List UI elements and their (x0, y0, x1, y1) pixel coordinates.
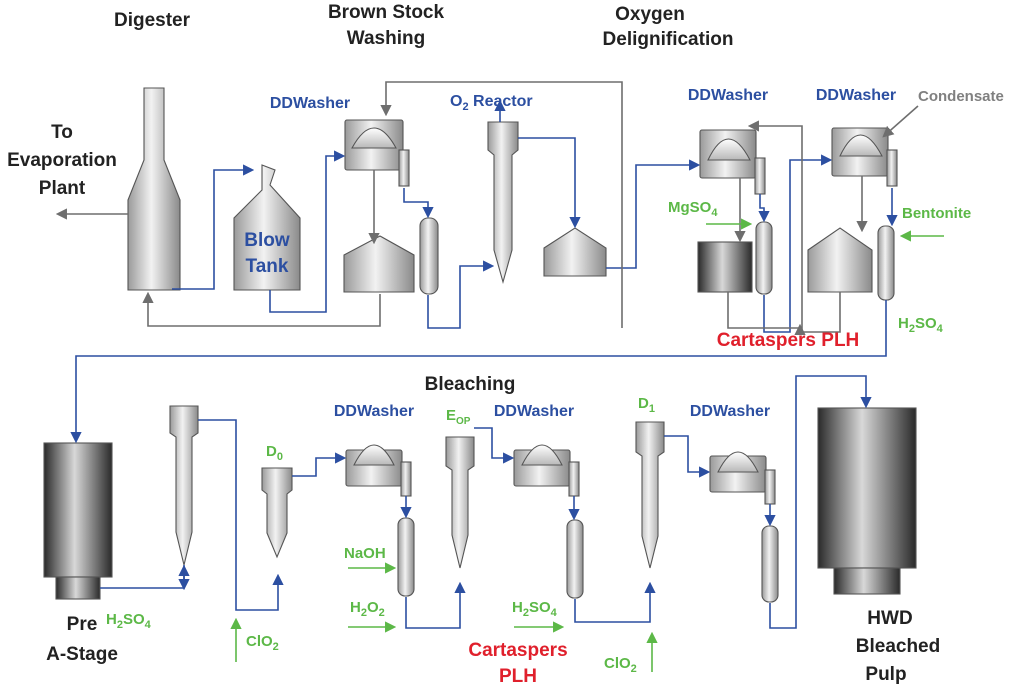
ddwasher-label-b2: DDWasher (494, 403, 574, 420)
process-lines (70, 99, 898, 629)
od-filtrate-tank (807, 227, 873, 293)
stage-oxygen-2: Delignification (603, 29, 734, 50)
ddwasher-top-1 (344, 119, 410, 187)
condensate-label: Condensate (918, 88, 1004, 105)
d1-reactor (635, 421, 665, 569)
od-column-2 (877, 225, 895, 301)
cartaspers-label-bottom-1: Cartaspers (468, 640, 567, 661)
ddwasher-top-3 (831, 127, 898, 187)
od-column-1 (755, 221, 773, 295)
pre-a-stage-2: A-Stage (46, 644, 118, 665)
ddwasher-top-2 (699, 129, 766, 195)
h2o2-label: H2O2 (350, 599, 385, 619)
blow-tank-label-2: Tank (246, 256, 289, 277)
hwd-1: HWD (867, 608, 912, 629)
cartaspers-label-top: Cartaspers PLH (717, 330, 860, 351)
digester-vessel (127, 87, 181, 291)
eop-label: EOP (446, 407, 471, 427)
ddwasher-bottom-1 (345, 444, 412, 497)
hwd-2: Bleached (856, 636, 940, 657)
stage-oxygen-1: Oxygen (615, 4, 685, 25)
stage-brown-stock-1: Brown Stock (328, 2, 445, 23)
bsw-column (419, 217, 439, 295)
d0-reactor (261, 467, 293, 559)
stage-bleaching: Bleaching (425, 374, 516, 395)
h2so4-label-pre: H2SO4 (106, 611, 152, 631)
cartaspers-label-bottom-2: PLH (499, 666, 537, 687)
h2so4-label-top: H2SO4 (898, 315, 944, 335)
to-evap-3: Plant (39, 178, 86, 199)
naoh-label: NaOH (344, 545, 386, 562)
d0-label: D0 (266, 443, 283, 463)
return-lines (55, 81, 919, 335)
clo2-label-d0: ClO2 (246, 633, 279, 653)
stage-brown-stock-2: Washing (347, 28, 425, 49)
mgso4-label: MgSO4 (668, 199, 718, 219)
chemical-lines (230, 218, 944, 672)
dark-storage-tank (697, 241, 753, 293)
ddwasher-label-1: DDWasher (270, 95, 350, 112)
pre-a-stage-tower (43, 442, 113, 600)
o2-blow-tank (543, 227, 607, 277)
ddwasher-bottom-3 (709, 451, 776, 505)
blow-tank (233, 164, 301, 291)
o2-reactor-label: O2 Reactor (450, 93, 533, 113)
clo2-label-d1: ClO2 (604, 655, 637, 675)
ddwasher-label-b1: DDWasher (334, 403, 414, 420)
d0-column (397, 517, 415, 597)
hwd-3: Pulp (865, 664, 906, 685)
hwd-storage-tank (817, 407, 917, 595)
ddwasher-label-3: DDWasher (816, 87, 896, 104)
o2-reactor (487, 121, 519, 285)
bsw-filtrate-tank (343, 235, 415, 293)
bentonite-label: Bentonite (902, 205, 971, 222)
stage-digester: Digester (114, 10, 191, 31)
eop-reactor (445, 436, 475, 569)
eop-column (566, 519, 584, 599)
pre-a-stage-1: Pre (67, 614, 98, 635)
ddwasher-label-2: DDWasher (688, 87, 768, 104)
d1-label: D1 (638, 395, 655, 415)
to-evap-2: Evaporation (7, 150, 117, 171)
ddwasher-label-b3: DDWasher (690, 403, 770, 420)
h2so4-label-eop: H2SO4 (512, 599, 558, 619)
blow-tank-label-1: Blow (244, 230, 290, 251)
d1-column (761, 525, 779, 603)
to-evap-1: To (51, 122, 73, 143)
a-stage-reactor (169, 405, 199, 566)
ddwasher-bottom-2 (513, 444, 580, 497)
